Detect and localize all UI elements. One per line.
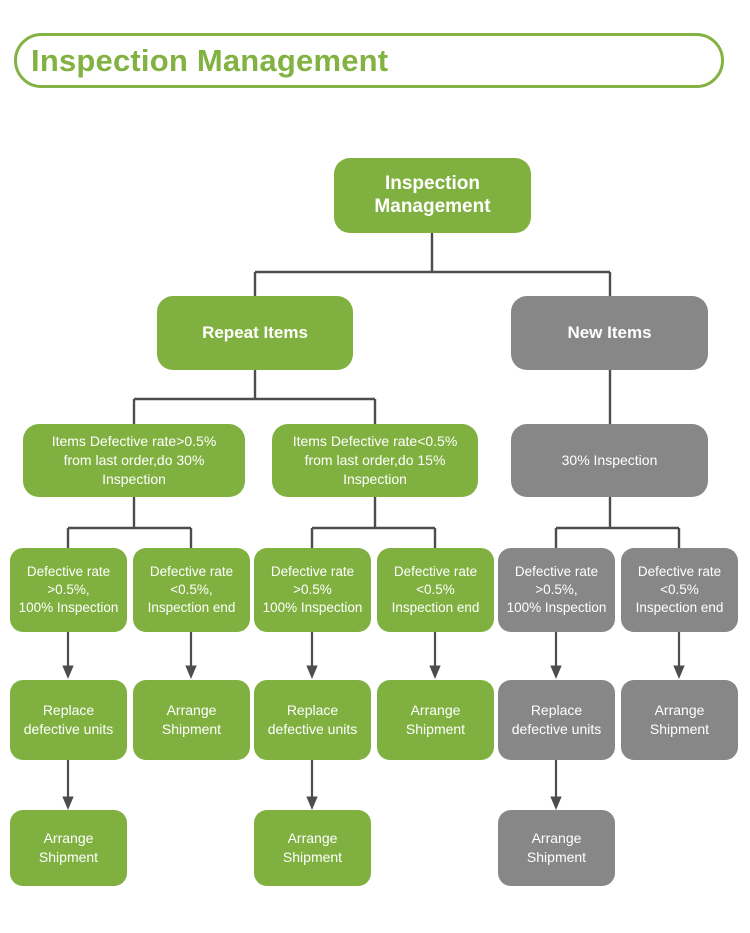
node-inspection-management[interactable]: Inspection Management [334,158,531,233]
connector-level4-to-level5 [62,632,685,680]
node-repeat-items[interactable]: Repeat Items [157,296,353,370]
connector-level1-to-level2 [253,233,612,296]
node-rl-low-defective[interactable]: Defective rate <0.5% Inspection end [377,548,494,632]
node-rl-replace-defective-units[interactable]: Replace defective units [254,680,371,760]
node-repeat-high-defect-rate[interactable]: Items Defective rate>0.5% from last orde… [23,424,245,497]
node-rh-high-defective[interactable]: Defective rate >0.5%, 100% Inspection [10,548,127,632]
page-title-banner: Inspection Management [14,33,724,88]
node-ni-low-defective[interactable]: Defective rate <0.5% Inspection end [621,548,738,632]
node-rl-high-defective[interactable]: Defective rate >0.5% 100% Inspection [254,548,371,632]
node-ni-final-arrange-shipment[interactable]: Arrange Shipment [498,810,615,886]
node-rh-final-arrange-shipment[interactable]: Arrange Shipment [10,810,127,886]
node-new-items[interactable]: New Items [511,296,708,370]
node-ni-replace-defective-units[interactable]: Replace defective units [498,680,615,760]
connector-level5-to-level6 [62,760,562,811]
node-ni-high-defective[interactable]: Defective rate >0.5%, 100% Inspection [498,548,615,632]
node-rh-arrange-shipment[interactable]: Arrange Shipment [133,680,250,760]
node-ni-arrange-shipment[interactable]: Arrange Shipment [621,680,738,760]
page-title: Inspection Management [31,43,389,78]
node-rh-low-defective[interactable]: Defective rate <0.5%, Inspection end [133,548,250,632]
connector-level2-to-level3 [132,370,612,424]
connector-level3-to-level4 [66,497,681,548]
node-repeat-low-defect-rate[interactable]: Items Defective rate<0.5% from last orde… [272,424,478,497]
node-rl-final-arrange-shipment[interactable]: Arrange Shipment [254,810,371,886]
node-rh-replace-defective-units[interactable]: Replace defective units [10,680,127,760]
node-new-items-30-inspection[interactable]: 30% Inspection [511,424,708,497]
node-rl-arrange-shipment[interactable]: Arrange Shipment [377,680,494,760]
